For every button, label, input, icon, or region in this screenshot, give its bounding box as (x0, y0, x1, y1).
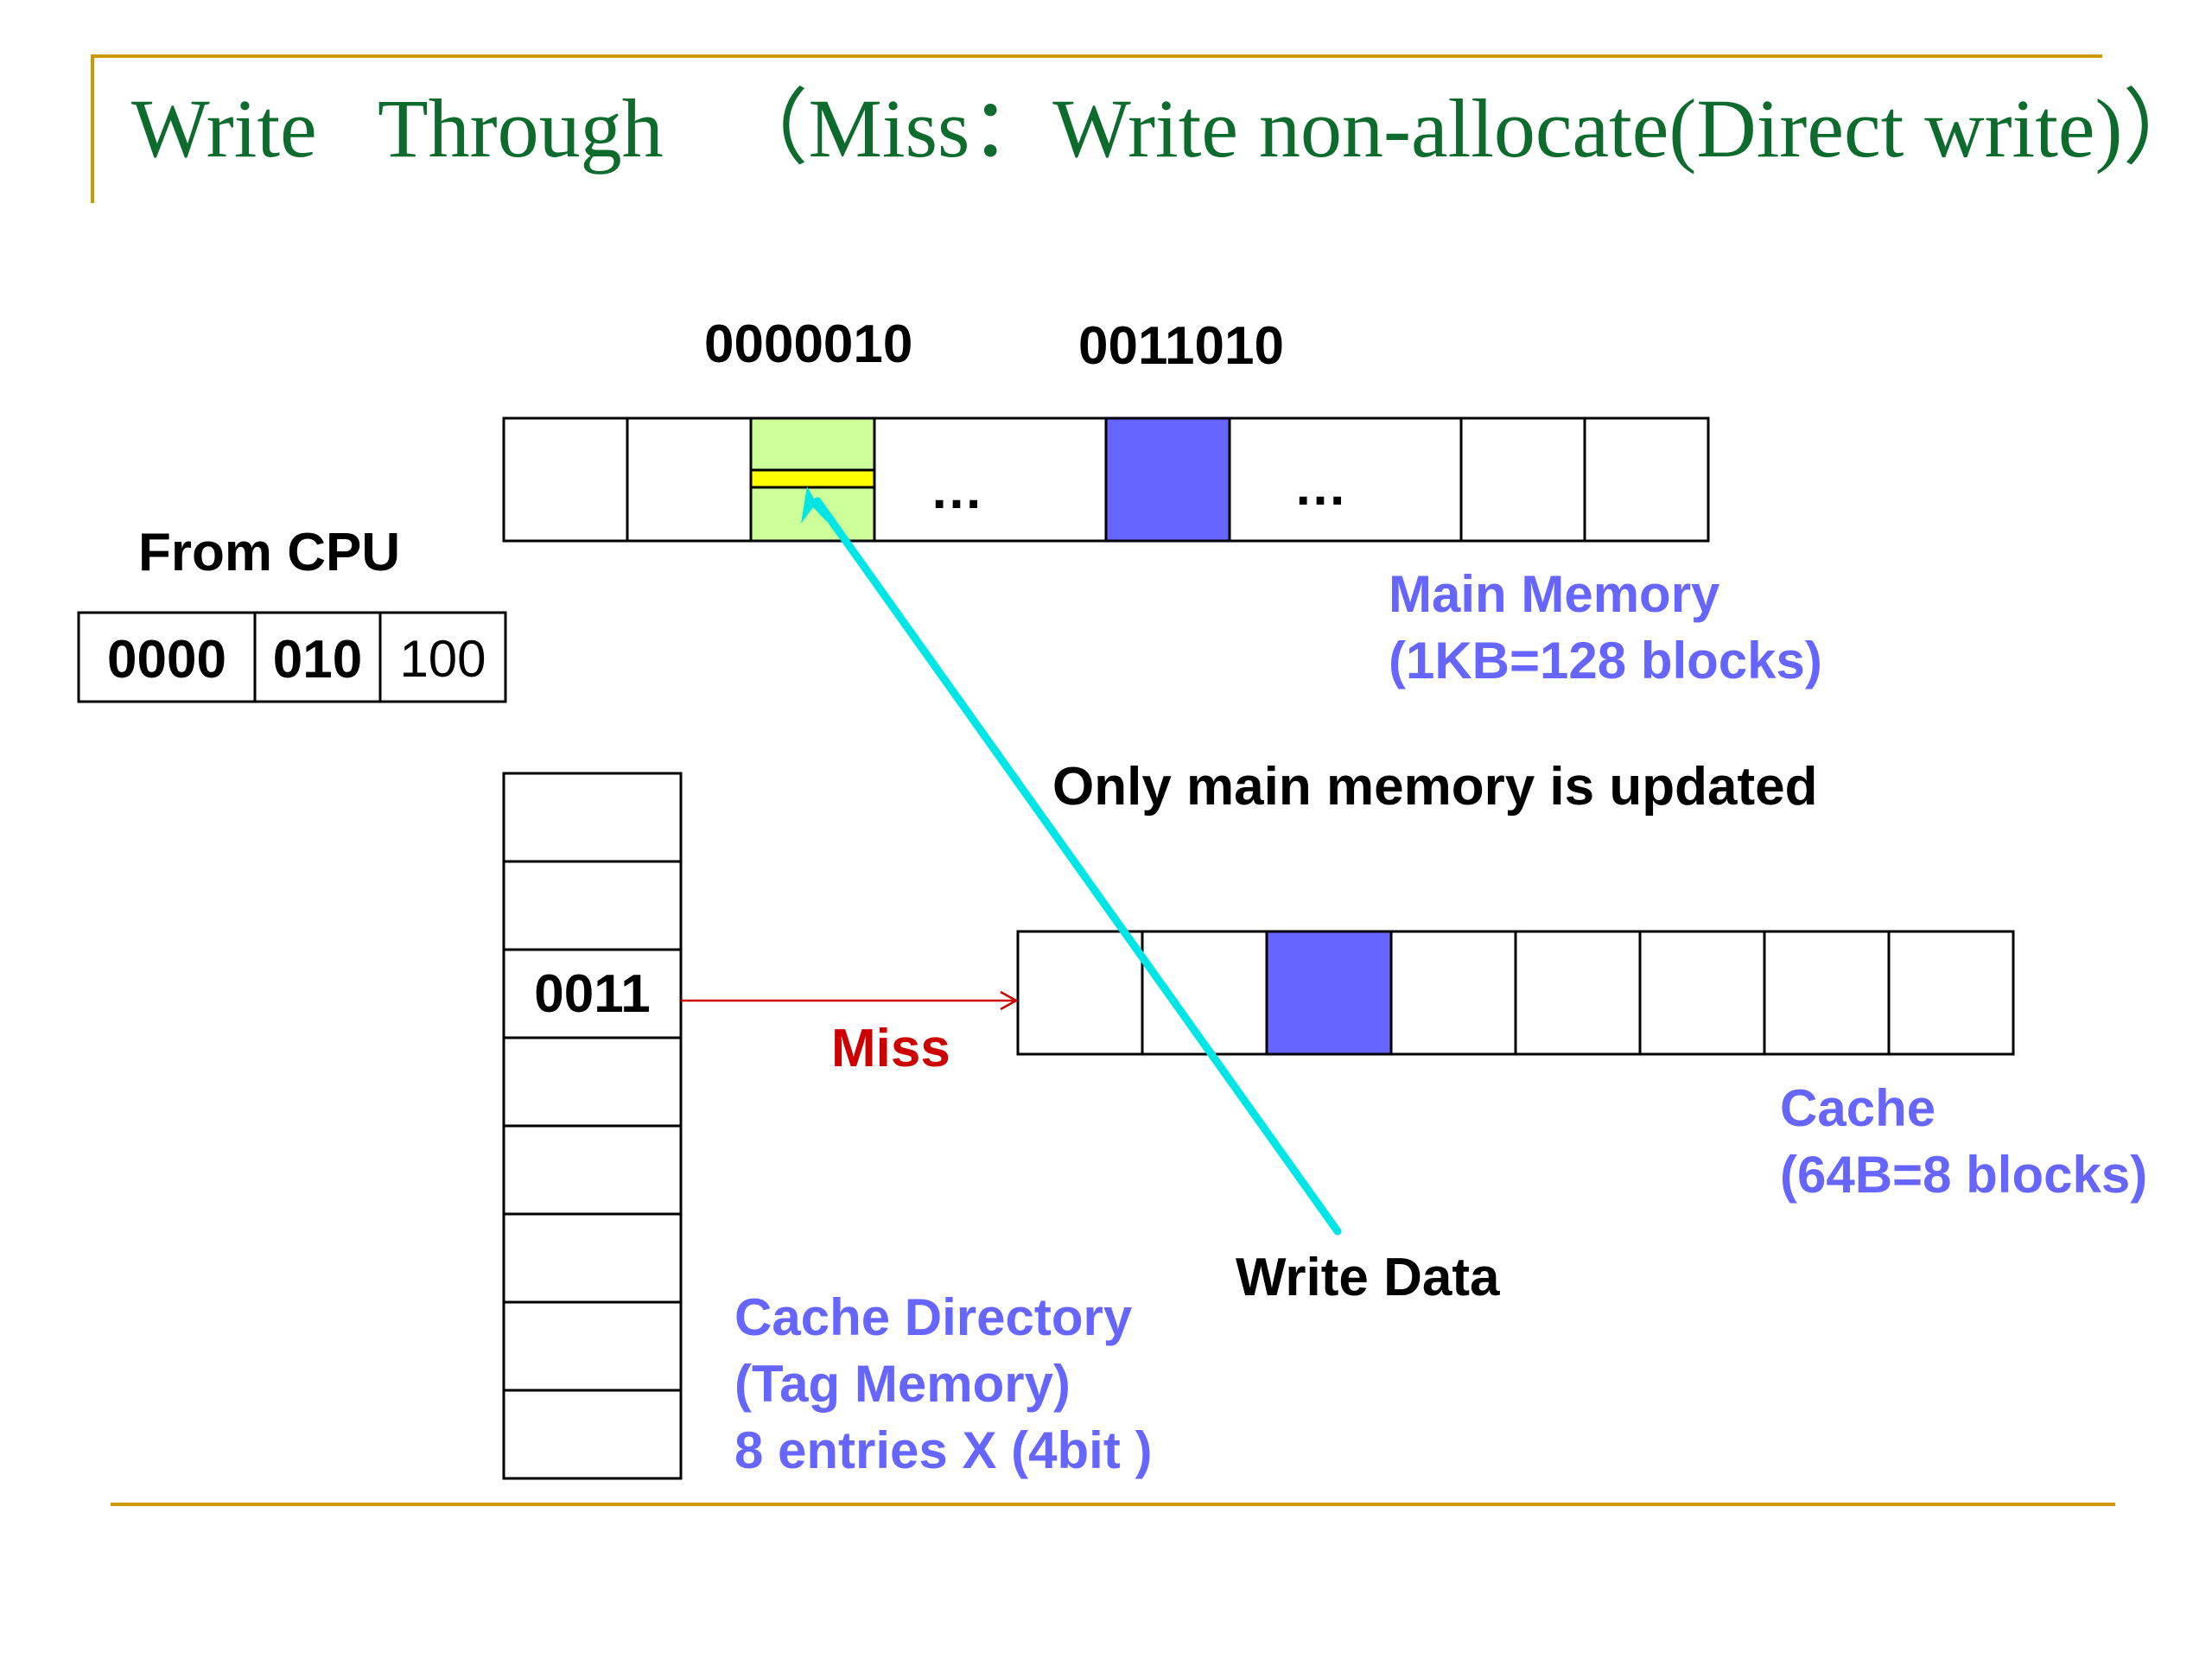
cache-label-line: (64B=8 blocks) (1780, 1145, 2148, 1204)
from-cpu-heading: From CPU (138, 523, 401, 582)
cache-directory-label-line: 8 entries X (4bit ) (734, 1421, 1153, 1479)
address-offset-value: 100 (399, 630, 486, 688)
cache-block (1638, 930, 1766, 1056)
memory-ellipsis: … (930, 461, 983, 520)
cache-block (1389, 930, 1517, 1056)
memory-block (502, 416, 629, 543)
cpu-address-register (77, 611, 507, 703)
cache-block-cached (1265, 930, 1393, 1056)
cache-directory-label-line: (Tag Memory) (734, 1354, 1071, 1413)
address-tag-value: 0000 (107, 630, 226, 690)
cache-block (1514, 930, 1642, 1056)
write-stripe (749, 468, 876, 489)
title-rule-top (91, 54, 2102, 58)
cache-directory-label: Cache Directory (Tag Memory) 8 entries X… (734, 1285, 1152, 1484)
main-memory-row (502, 416, 1710, 543)
directory-entry (502, 1124, 683, 1216)
miss-label: Miss (831, 1019, 950, 1078)
memory-block (1459, 416, 1586, 543)
memory-gap-block (873, 416, 1108, 543)
directory-entry (502, 1300, 683, 1392)
only-main-updated-note: Only main memory is updated (1052, 757, 1818, 817)
write-data-label: Write Data (1236, 1248, 1500, 1307)
memory-block (626, 416, 753, 543)
directory-entry (502, 1389, 683, 1480)
cache-block (1141, 930, 1268, 1056)
memory-block-cached (1104, 416, 1231, 543)
cache-row (1016, 930, 2015, 1056)
directory-entry (502, 1036, 683, 1128)
cache-block (1763, 930, 1891, 1056)
title-rule-left (91, 54, 94, 203)
address-index-value: 010 (272, 630, 363, 690)
memory-block (1583, 416, 1710, 543)
main-memory-label-line: (1KB=128 blocks) (1389, 631, 1822, 690)
address-field-tag (77, 611, 257, 703)
slide-title: Write Through （Miss：Write non-allocate(D… (131, 82, 2206, 175)
main-memory-label-line: Main Memory (1389, 565, 1720, 623)
cache-directory-column (502, 772, 683, 1480)
memory-address-label: 0000010 (704, 315, 913, 374)
directory-tag-value: 0011 (534, 964, 651, 1024)
memory-ellipsis: … (1294, 457, 1347, 517)
cache-block (1887, 930, 2015, 1056)
memory-address-label: 0011010 (1078, 316, 1284, 376)
cache-block (1016, 930, 1144, 1056)
cache-label-line: Cache (1780, 1079, 1936, 1137)
cache-label: Cache (64B=8 blocks) (1780, 1076, 2147, 1209)
bottom-rule (111, 1503, 2115, 1506)
memory-gap-block (1228, 416, 1463, 543)
directory-entry (502, 860, 683, 951)
directory-entry-active (502, 948, 683, 1039)
directory-entry (502, 772, 683, 863)
cache-directory-label-line: Cache Directory (734, 1288, 1133, 1346)
write-data-arrow (801, 486, 1342, 1236)
directory-entry (502, 1212, 683, 1304)
main-memory-label: Main Memory (1KB=128 blocks) (1389, 562, 1822, 695)
address-field-offset (378, 611, 507, 703)
